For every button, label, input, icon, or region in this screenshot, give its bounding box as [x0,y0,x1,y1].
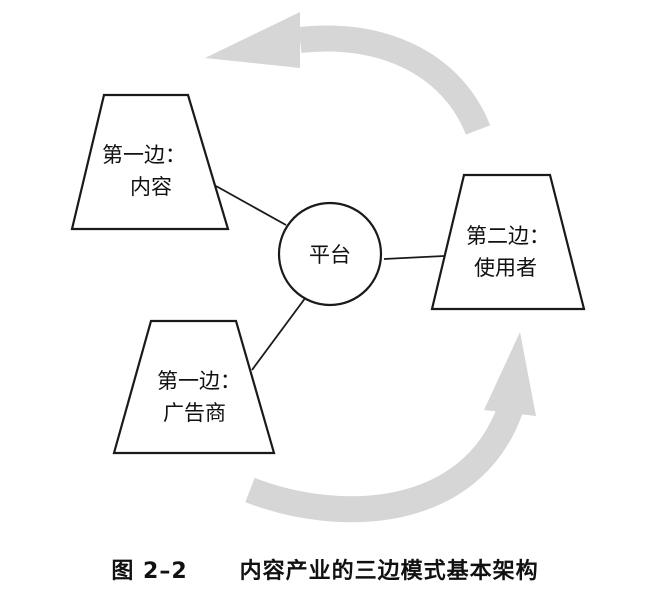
node-platform: 平台 [277,201,383,307]
platform-circle [277,201,383,307]
figure-title: 内容产业的三边模式基本架构 [239,559,539,584]
connector-advertiser-platform [251,296,307,371]
top-arrow-head [205,12,300,68]
user-trapezoid [430,173,586,311]
user-side-label: 第二边： [466,224,550,248]
advertiser-side-label: 第一边： [157,369,241,393]
connector-platform-user [383,255,445,260]
content-name-label: 内容 [130,175,172,199]
top-cycle-arrow [205,12,491,136]
top-arrow-band [298,25,491,136]
node-user: 第二边： 使用者 [430,173,586,311]
bottom-arrow-band [245,405,523,523]
node-content: 第一边： 内容 [70,93,230,231]
node-advertiser: 第一边： 广告商 [112,319,276,455]
content-side-label: 第一边： [102,143,186,167]
advertiser-name-label: 广告商 [163,401,226,425]
bottom-cycle-arrow [245,332,536,523]
advertiser-trapezoid [112,319,276,455]
platform-label: 平台 [309,243,351,267]
figure-number: 图 2–2 [111,559,188,584]
content-trapezoid [70,93,230,231]
connector-content-platform [215,185,287,226]
bottom-arrow-head [484,332,536,416]
user-name-label: 使用者 [474,256,537,280]
figure-caption: 图 2–2 内容产业的三边模式基本架构 [0,553,650,585]
